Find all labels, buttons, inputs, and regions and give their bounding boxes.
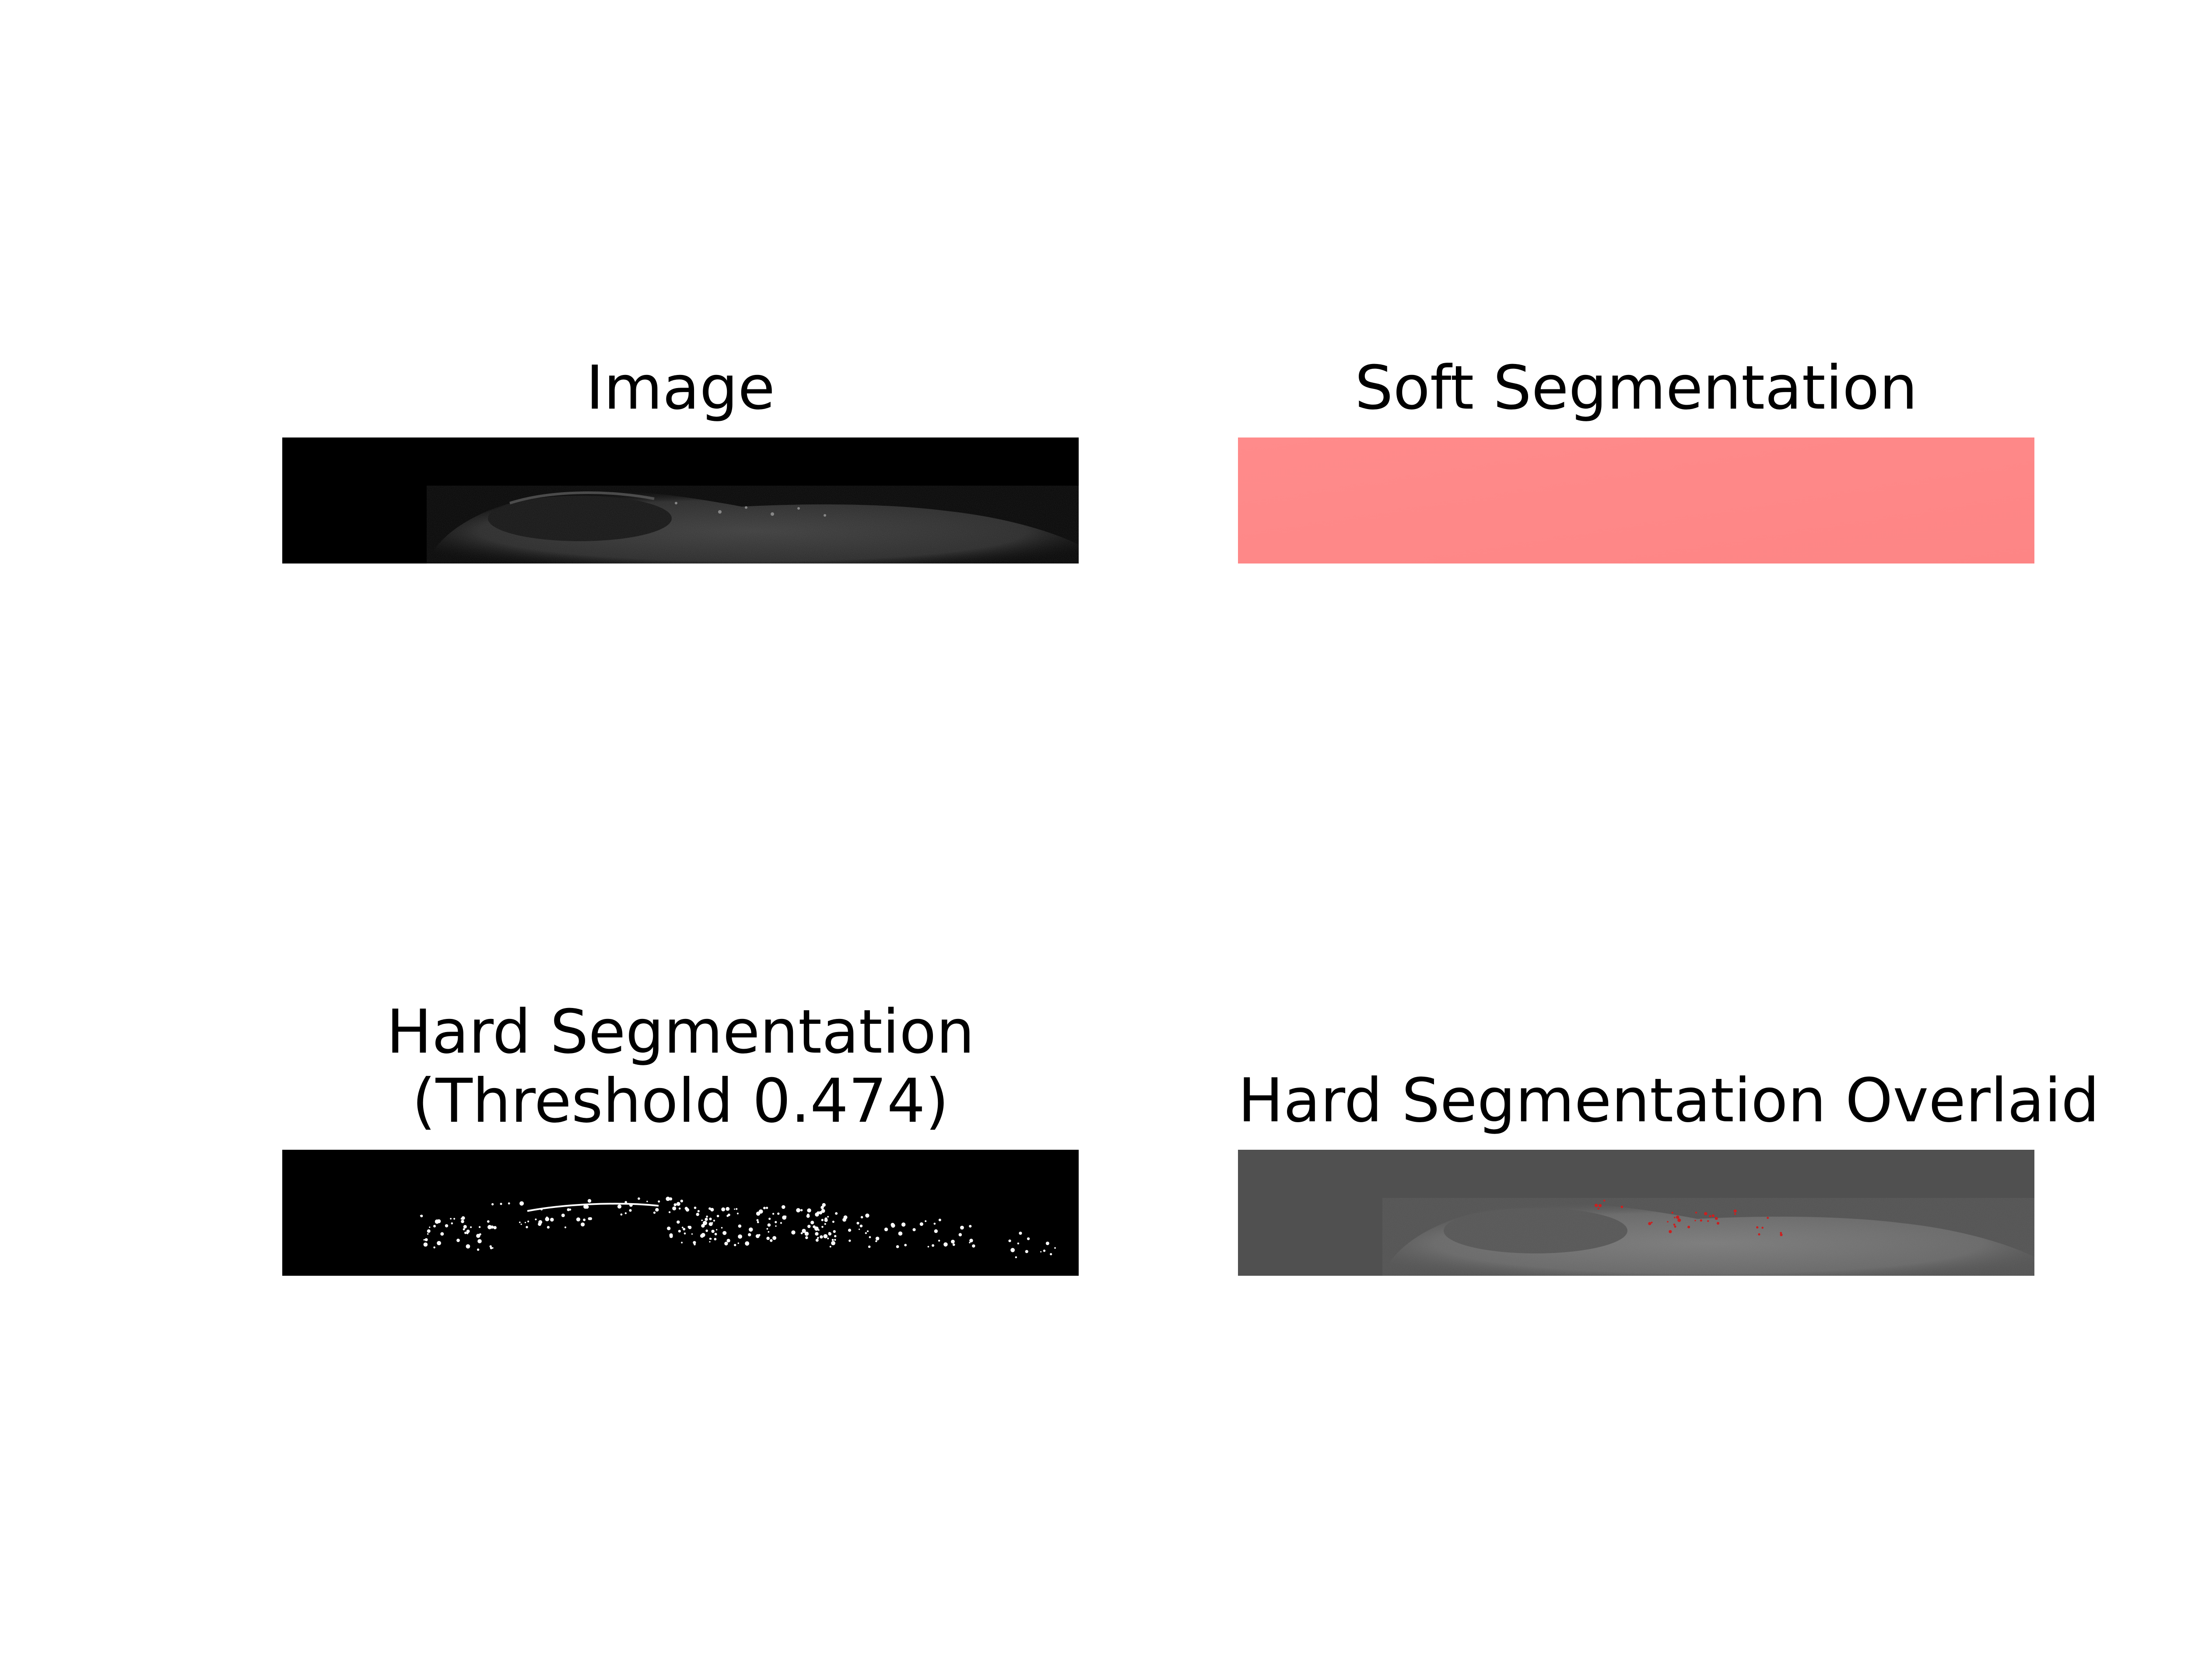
panel-title-image: Image — [586, 353, 775, 423]
hard-segmentation-overlay — [1238, 1150, 2034, 1276]
microscopy-image — [282, 438, 1079, 564]
panel-title-soft-segmentation: Soft Segmentation — [1354, 353, 1918, 423]
soft-segmentation-map — [1238, 438, 2034, 564]
panel-title-hard-segmentation: Hard Segmentation (Threshold 0.474) — [386, 997, 975, 1136]
panel-title-hard-segmentation-overlaid: Hard Segmentation Overlaid — [1238, 1065, 2100, 1136]
hard-segmentation-mask — [282, 1150, 1079, 1276]
